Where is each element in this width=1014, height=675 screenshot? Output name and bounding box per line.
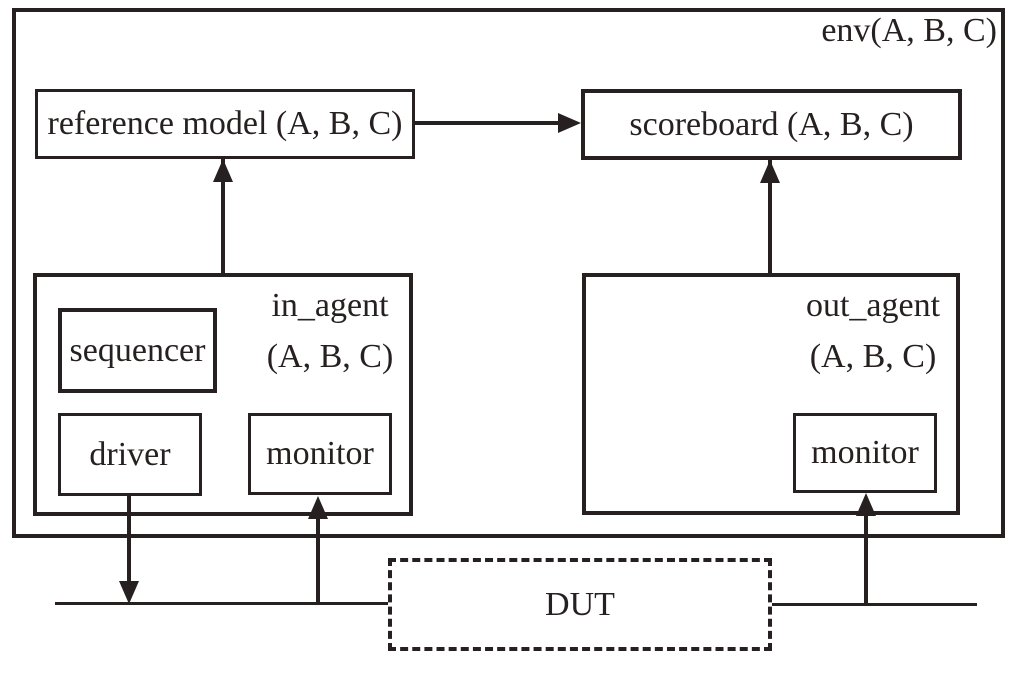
sequencer-label: sequencer bbox=[69, 331, 206, 369]
arrow-line bbox=[221, 159, 225, 274]
monitor-out-box: monitor bbox=[793, 413, 937, 493]
out-agent-label: out_agent (A, B, C) bbox=[794, 280, 952, 382]
arrow-head-down-icon bbox=[119, 581, 139, 604]
in-agent-params: (A, B, C) bbox=[266, 338, 394, 375]
scoreboard-label: scoreboard (A, B, C) bbox=[629, 105, 914, 143]
env-label: env(A, B, C) bbox=[821, 12, 997, 49]
sequencer-box: sequencer bbox=[58, 308, 217, 393]
arrow-head-up-icon bbox=[308, 496, 328, 519]
arrow-head-up-icon bbox=[760, 160, 780, 183]
dut-label: DUT bbox=[545, 585, 615, 623]
bus-line-left bbox=[55, 602, 388, 605]
reference-model-box: reference model (A, B, C) bbox=[35, 89, 415, 159]
arrow-line bbox=[127, 496, 131, 583]
bus-line-right bbox=[772, 603, 977, 606]
reference-model-label: reference model (A, B, C) bbox=[47, 105, 403, 142]
arrow-head-up-icon bbox=[856, 493, 876, 516]
arrow-line bbox=[415, 121, 561, 125]
driver-label: driver bbox=[89, 435, 171, 473]
dut-box: DUT bbox=[388, 558, 772, 651]
driver-box: driver bbox=[58, 413, 202, 496]
monitor-in-box: monitor bbox=[248, 413, 392, 495]
arrow-line bbox=[768, 160, 772, 274]
in-agent-name: in_agent bbox=[271, 287, 389, 324]
out-agent-name: out_agent bbox=[805, 287, 941, 324]
arrow-line bbox=[316, 518, 320, 604]
monitor-out-label: monitor bbox=[811, 434, 919, 471]
scoreboard-box: scoreboard (A, B, C) bbox=[581, 89, 962, 160]
in-agent-label: in_agent (A, B, C) bbox=[252, 280, 408, 382]
arrow-head-up-icon bbox=[213, 159, 233, 182]
monitor-in-label: monitor bbox=[266, 435, 374, 472]
arrow-line bbox=[864, 515, 868, 606]
out-agent-params: (A, B, C) bbox=[809, 338, 937, 375]
arrow-head-right-icon bbox=[558, 113, 581, 133]
